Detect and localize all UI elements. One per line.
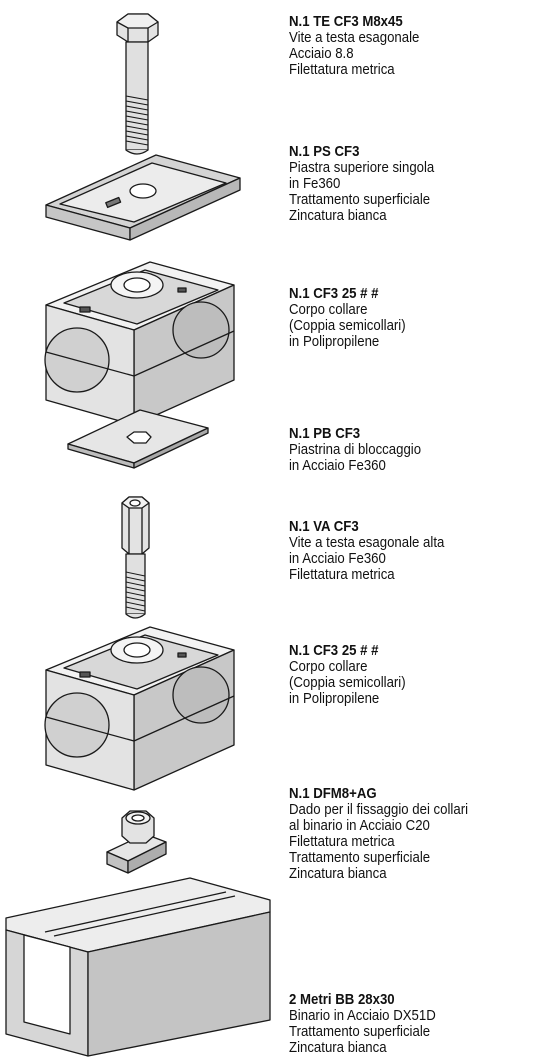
- part-desc-line: Corpo collare: [289, 658, 368, 675]
- part-label-top-plate: N.1 PS CF3 Piastra superiore singola in …: [289, 144, 522, 224]
- part-code: N.1 CF3 25 # #: [289, 642, 379, 659]
- part-code: N.1 PB CF3: [289, 425, 361, 442]
- part-desc-line: in Polipropilene: [289, 333, 380, 350]
- part-desc-line: Acciaio 8.8: [289, 45, 354, 62]
- clamp-body-part-upper: [44, 261, 235, 426]
- top-plate-part: [45, 154, 241, 241]
- part-desc-line: Binario in Acciaio DX51D: [289, 1007, 436, 1024]
- part-desc-line: Zincatura bianca: [289, 207, 387, 224]
- part-desc-line: Trattamento superficiale: [289, 849, 431, 866]
- part-label-clamp-body-lower: N.1 CF3 25 # # Corpo collare (Coppia sem…: [289, 643, 522, 707]
- rail-part: [5, 877, 271, 1057]
- fixing-nut-part: [106, 810, 167, 874]
- part-code: N.1 DFM8+AG: [289, 785, 377, 802]
- exploded-assembly-drawing: [5, 13, 271, 1057]
- part-label-rail: 2 Metri BB 28x30 Binario in Acciaio DX51…: [289, 992, 522, 1056]
- part-label-clamp-body-upper: N.1 CF3 25 # # Corpo collare (Coppia sem…: [289, 286, 522, 350]
- part-desc-line: al binario in Acciaio C20: [289, 817, 430, 834]
- part-desc-line: (Coppia semicollari): [289, 317, 406, 334]
- part-code: 2 Metri BB 28x30: [289, 991, 395, 1008]
- part-code: N.1 VA CF3: [289, 518, 359, 535]
- part-desc-line: in Fe360: [289, 175, 341, 192]
- part-code: N.1 PS CF3: [289, 143, 360, 160]
- part-desc-line: in Acciaio Fe360: [289, 457, 386, 474]
- part-desc-line: Filettatura metrica: [289, 566, 395, 583]
- part-desc-line: Filettatura metrica: [289, 833, 395, 850]
- part-desc-line: Trattamento superficiale: [289, 1023, 431, 1040]
- part-label-locking-plate: N.1 PB CF3 Piastrina di bloccaggio in Ac…: [289, 426, 522, 474]
- part-desc-line: Vite a testa esagonale: [289, 29, 420, 46]
- part-desc-line: Corpo collare: [289, 301, 368, 318]
- part-desc-line: Zincatura bianca: [289, 865, 387, 882]
- part-desc-line: Zincatura bianca: [289, 1039, 387, 1056]
- part-desc-line: Dado per il fissaggio dei collari: [289, 801, 469, 818]
- part-desc-line: (Coppia semicollari): [289, 674, 406, 691]
- tall-hex-screw-part: [121, 496, 150, 619]
- part-desc-line: in Polipropilene: [289, 690, 380, 707]
- part-desc-line: Trattamento superficiale: [289, 191, 431, 208]
- part-label-tall-screw: N.1 VA CF3 Vite a testa esagonale alta i…: [289, 519, 522, 583]
- part-code: N.1 CF3 25 # #: [289, 285, 379, 302]
- locking-plate-part: [67, 409, 209, 469]
- part-desc-line: Filettatura metrica: [289, 61, 395, 78]
- part-label-fixing-nut: N.1 DFM8+AG Dado per il fissaggio dei co…: [289, 786, 522, 882]
- part-desc-line: Vite a testa esagonale alta: [289, 534, 445, 551]
- part-desc-line: in Acciaio Fe360: [289, 550, 386, 567]
- part-label-hex-bolt: N.1 TE CF3 M8x45 Vite a testa esagonale …: [289, 14, 522, 78]
- clamp-body-part-lower: [44, 626, 235, 791]
- part-desc-line: Piastra superiore singola: [289, 159, 435, 176]
- part-code: N.1 TE CF3 M8x45: [289, 13, 403, 30]
- hex-bolt-part: [116, 13, 159, 155]
- part-desc-line: Piastrina di bloccaggio: [289, 441, 422, 458]
